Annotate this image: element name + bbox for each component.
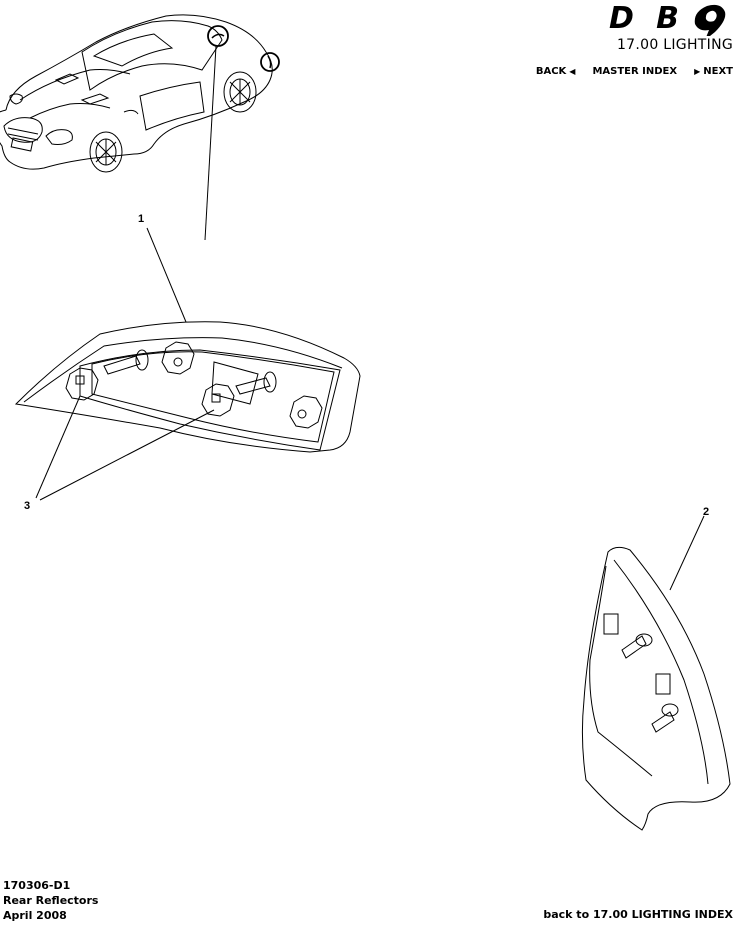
db9-logo: DB (609, 1, 726, 36)
callout-item-1: 1 (138, 213, 145, 225)
issue-date: April 2008 (3, 909, 67, 922)
navigation-bar: BACK ◀ MASTER INDEX ▶ NEXT (536, 66, 733, 77)
part-number: 170306-D1 (3, 879, 71, 892)
back-arrow-icon[interactable]: ◀ (569, 67, 576, 76)
section-title: 17.00 LIGHTING (616, 37, 733, 53)
rear-reflector-part-1 (14, 227, 361, 501)
next-link[interactable]: NEXT (703, 66, 733, 77)
callout-item-3: 3 (24, 500, 31, 512)
side-reflector-part-2 (581, 515, 731, 831)
next-arrow-icon[interactable]: ▶ (694, 67, 701, 76)
back-to-index-link[interactable]: back to 17.00 LIGHTING INDEX (543, 908, 733, 921)
footer-info: 170306-D1 Rear Reflectors April 2008 (3, 878, 98, 923)
master-index-link[interactable]: MASTER INDEX (592, 66, 678, 77)
part-name: Rear Reflectors (3, 894, 99, 907)
car-overview-illustration (0, 14, 280, 241)
callout-item-2: 2 (703, 506, 710, 518)
back-link[interactable]: BACK (535, 66, 567, 77)
